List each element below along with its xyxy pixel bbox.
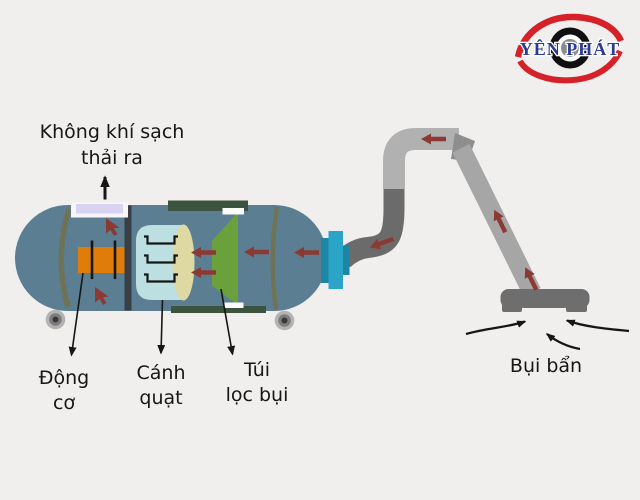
clean-air-label-line1: Không khí sạch [40,121,185,143]
inlet-flange-outer [328,231,343,289]
fan-label-line2: quạt [139,387,182,409]
dust-suction-arrows [465,319,630,351]
logo-lower-eyelid-arc [517,49,623,84]
brand-name: YÊN PHÁT [520,38,621,59]
suction-arrow-right [565,319,630,333]
right-wheel-hub [281,317,288,324]
hose-elbow-section [383,128,459,189]
motor-leader-line [68,272,84,357]
inlet-connector [321,231,350,289]
brand-logo: YÊN PHÁT [514,13,624,84]
exhaust-vent-panel [76,204,123,214]
tank-band-left [58,208,72,308]
motor-block [78,247,128,273]
fan-blade-1 [144,235,178,245]
filter-frame-top-bar [168,200,248,211]
fan-leader-line [157,299,166,355]
fan-label-line1: Cánh [137,362,186,384]
inlet-flange-inner [321,238,329,283]
vacuum-tank [15,200,327,313]
suction-arrow-left [465,320,527,336]
dust-filter-bag [212,212,238,305]
filter-frame-bottom-gap [224,302,244,308]
fan-hub [172,224,195,301]
fan-blade-3 [144,273,178,283]
fan-blade-2 [144,254,178,264]
leader-lines [68,175,236,357]
logo-upper-eyelid-arc [514,13,624,58]
wand-tube [452,144,541,297]
left-wheel-hub [52,316,59,323]
filter-label-line1: Túi [243,359,270,381]
internal-partition [124,205,132,311]
hose-lower-section [335,186,405,268]
diagram-labels: Không khí sạch thải ra Động cơ Cánh quạt… [39,121,582,414]
floor-nozzle [500,289,590,312]
motor-label-line2: cơ [53,392,75,414]
left-wheel [45,309,66,330]
logo-eye-pupil [561,39,579,57]
motor-coil-lines [90,240,117,279]
tank-band-right [270,206,280,310]
filter-leader-line [220,288,236,356]
filter-frame-top-gap [222,208,244,215]
dirt-label: Bụi bẩn [510,355,582,377]
nozzle-body [500,289,590,308]
filter-label-line2: lọc bụi [226,384,289,406]
hose-assembly [335,128,541,297]
suction-arrow-middle [545,333,581,351]
motor-label-line1: Động [39,367,89,389]
filter-frame-bottom-bar [171,306,266,313]
inlet-nub [343,245,350,275]
clean-air-label-line2: thải ra [81,147,143,169]
right-wheel [274,310,295,331]
